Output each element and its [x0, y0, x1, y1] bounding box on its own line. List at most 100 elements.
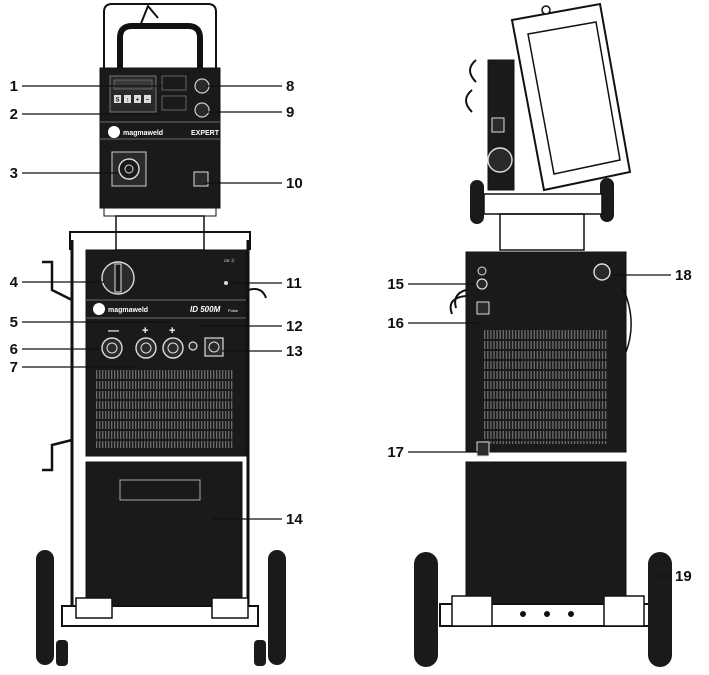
- callout-6: 6: [10, 341, 18, 358]
- control-socket[interactable]: [204, 337, 224, 357]
- digit-button[interactable]: [114, 95, 121, 103]
- vent-slot: [573, 330, 576, 444]
- switch-lever: [114, 263, 122, 293]
- positive-socket-2-core: [167, 342, 179, 354]
- rear-feeder-wheel-right: [600, 178, 614, 222]
- vent-slot: [524, 330, 526, 444]
- vent-slot: [499, 330, 501, 444]
- vent-slot: [567, 330, 570, 444]
- callout-13: 13: [286, 343, 303, 360]
- minus-sign: —: [108, 325, 119, 337]
- plus-sign-1: +: [142, 325, 148, 337]
- vent-slot: [558, 330, 560, 444]
- rear-hooks-unit: [449, 289, 467, 315]
- vent-slot: [508, 330, 511, 444]
- unit-model: ID 500M: [190, 305, 221, 314]
- vent-slot: [552, 330, 554, 444]
- vent-slot: [484, 330, 486, 444]
- euro-connector-core: [124, 164, 134, 174]
- feeder-handle: [117, 23, 203, 70]
- vent-slot: [527, 330, 529, 444]
- cabinet-handle-slot: [119, 479, 201, 501]
- vent-slot: [555, 330, 557, 444]
- callout-9: 9: [286, 104, 294, 121]
- front-caster-mount-left: [75, 597, 113, 619]
- cable-hook-top: [42, 260, 73, 302]
- vent-slot: [487, 330, 489, 444]
- cart-top-frame: [69, 231, 251, 250]
- negative-socket[interactable]: [101, 337, 123, 359]
- rear-axle-right: [603, 595, 645, 627]
- callout-19: 19: [675, 568, 692, 585]
- positive-socket-2[interactable]: [162, 337, 184, 359]
- gas-outlet[interactable]: [188, 341, 198, 351]
- front-wheel-left: [36, 550, 54, 665]
- gas-inlet[interactable]: [476, 278, 488, 290]
- control-socket-core: [208, 341, 220, 353]
- digit-button-label: ↕: [126, 98, 129, 104]
- vent-slot: [589, 330, 591, 444]
- vent-slot: [533, 330, 535, 444]
- callout-15: 15: [387, 276, 404, 293]
- tilted-panel-hook: [541, 5, 551, 15]
- callout-18: 18: [675, 267, 692, 284]
- callout-7: 7: [10, 359, 18, 376]
- rear-bolt: [568, 611, 574, 617]
- vent-slot: [515, 330, 517, 444]
- vent-slot: [530, 330, 532, 444]
- callout-10: 10: [286, 175, 303, 192]
- euro-connector-plate: [111, 151, 147, 187]
- trigger-socket[interactable]: [193, 171, 209, 187]
- rear-hooks-top: [465, 59, 477, 113]
- mains-cable-inlet[interactable]: [593, 263, 611, 281]
- vent-slot: [598, 330, 601, 444]
- front-caster-right: [254, 640, 266, 666]
- side-hook: [247, 288, 267, 299]
- rear-mount: [499, 213, 585, 251]
- front-vent-grille: [96, 370, 236, 448]
- knob-9[interactable]: [194, 102, 210, 118]
- rear-bolt: [520, 611, 526, 617]
- rear-vent-grille: [484, 330, 608, 444]
- callout-1: 1: [10, 78, 18, 95]
- vent-slot: [496, 330, 498, 444]
- vent-slot: [539, 330, 542, 444]
- feeder-frame: [103, 3, 217, 70]
- digit-button-label: S: [115, 98, 119, 104]
- rear-wheel-left: [414, 552, 438, 667]
- front-caster-left: [56, 640, 68, 666]
- callout-16: 16: [387, 315, 404, 332]
- vent-slot: [586, 330, 588, 444]
- vent-slot: [580, 330, 582, 444]
- digit-button[interactable]: [134, 95, 141, 103]
- plus-sign-2: +: [169, 325, 175, 337]
- rear-feeder-wheel-left: [470, 180, 484, 224]
- positive-socket-1-core: [140, 342, 152, 354]
- feeder-brand: magmaweld: [123, 130, 163, 137]
- vent-slot: [542, 330, 545, 444]
- euro-torch-connector[interactable]: [118, 158, 140, 180]
- rear-bolt: [544, 611, 550, 617]
- digit-button[interactable]: [124, 95, 131, 103]
- unit-brand: magmaweld: [108, 307, 148, 314]
- feeder-label: EXPERT: [191, 130, 220, 137]
- vent-slot: [570, 330, 573, 444]
- positive-socket-1[interactable]: [135, 337, 157, 359]
- vent-slot: [502, 330, 504, 444]
- vent-slot: [536, 330, 539, 444]
- callout-12: 12: [286, 318, 303, 335]
- callout-4: 4: [10, 274, 19, 291]
- unit-logo: [93, 303, 105, 315]
- digit-button[interactable]: [144, 95, 151, 103]
- heater-socket[interactable]: [476, 301, 490, 315]
- vent-slot: [592, 330, 594, 444]
- rear-feeder-socket: [491, 117, 505, 133]
- tilted-feeder-inner: [527, 21, 621, 175]
- vent-slot: [564, 330, 566, 444]
- vent-slot: [577, 330, 579, 444]
- rear-axle-left: [451, 595, 493, 627]
- cooler-socket[interactable]: [476, 441, 490, 457]
- vent-slot: [549, 330, 551, 444]
